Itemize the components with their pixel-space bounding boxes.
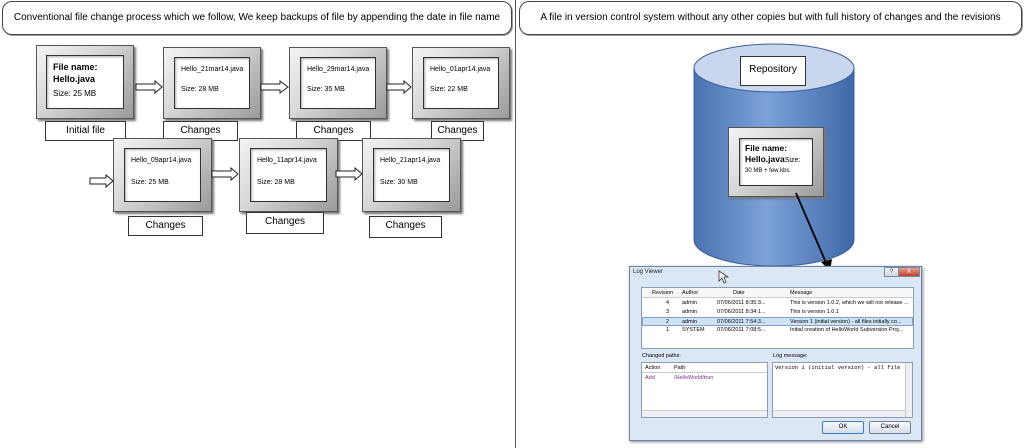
changed-paths-list[interactable]: Action Path Add /HelloWorld/trun <box>641 362 768 418</box>
window-title: Log Viewer <box>633 269 663 275</box>
author-cell: admin <box>682 309 697 315</box>
close-button[interactable]: X <box>898 267 920 277</box>
date-cell: 07/06/2011 8:34:1... <box>717 309 766 315</box>
connector-arrow <box>795 192 832 271</box>
path-value: /HelloWorld/trun <box>674 375 714 381</box>
version-file-name: Hello_01apr14.java <box>430 66 491 73</box>
message-cell: Initial creation of HelloWorld Subversio… <box>790 327 904 333</box>
cancel-button[interactable]: Cancel <box>869 421 911 434</box>
author-cell: admin <box>682 300 697 306</box>
panel-divider <box>515 0 516 448</box>
version-box-11apr: Hello_11apr14.java Size: 28 MB <box>239 138 338 212</box>
version-box-21apr: Hello_21apr14.java Size: 30 MB <box>362 138 461 212</box>
flow-arrows <box>89 79 412 189</box>
file-size: Size: 25 MB <box>53 89 97 98</box>
version-box-09apr: Hello_09apr14.java Size: 25 MB <box>113 138 212 212</box>
version-file-name: Hello_11apr14.java <box>257 157 317 164</box>
author-cell: admin <box>682 319 697 325</box>
log-row-selected[interactable]: 2 admin 07/06/2011 7:54:3... Version 1 (… <box>642 317 913 326</box>
date-cell: 07/06/2011 7:54:3... <box>717 319 766 325</box>
repository-label: Repository <box>740 56 806 86</box>
revision-cell: 2 <box>666 319 670 325</box>
version-file-name: Hello_21apr14.java <box>380 157 441 164</box>
log-message-box[interactable]: Version 1 (initial version) - all file <box>772 362 913 418</box>
date-cell: 07/06/2011 8:35:3... <box>717 300 766 306</box>
col-date[interactable]: Date <box>733 290 745 296</box>
revision-grid[interactable]: Revision Author Date Message 4 admin 07/… <box>641 287 914 349</box>
log-row[interactable]: 1 SYSTEM 07/06/2011 7:08:5... Initial cr… <box>642 326 913 335</box>
repository-file-box: File name: Hello.javaSize: 30 MB + few k… <box>728 127 824 197</box>
left-banner: Conventional file change process which w… <box>2 1 512 35</box>
version-file-size: Size: 30 MB <box>380 179 418 186</box>
revision-cell: 1 <box>666 327 670 333</box>
revision-cell: 3 <box>666 309 670 315</box>
repo-file-size: 30 MB + few kbs <box>745 168 790 174</box>
version-file-name: Hello_21mar14.java <box>181 66 244 73</box>
version-box-01apr: Hello_01apr14.java Size: 22 MB <box>412 47 510 119</box>
ok-button[interactable]: OK <box>822 421 864 434</box>
message-cell: This is version 1.0.2, which we will not… <box>790 300 909 306</box>
changes-caption: Changes <box>369 216 442 238</box>
version-box-21mar: Hello_21mar14.java Size: 28 MB <box>163 47 261 119</box>
log-row[interactable]: 4 admin 07/06/2011 8:35:3... This is ver… <box>642 299 913 308</box>
file-name-label: File name: <box>53 62 98 72</box>
version-file-name: Hello_29mar14.java <box>307 66 370 73</box>
initial-file-caption: Initial file <box>45 121 126 141</box>
file-name: Hello.java <box>53 74 96 84</box>
version-file-size: Size: 35 MB <box>307 86 345 93</box>
path-action: Add <box>645 375 655 381</box>
revision-cell: 4 <box>666 300 670 306</box>
changed-paths-label: Changed paths: <box>642 353 681 359</box>
author-cell: SYSTEM <box>682 327 705 333</box>
date-cell: 07/06/2011 7:08:5... <box>717 327 766 333</box>
log-row[interactable]: 3 admin 07/06/2011 8:34:1... This is ver… <box>642 308 913 317</box>
repo-file-size-label: Size: <box>784 157 801 164</box>
message-cell: Version 1 (initial version) - all files … <box>790 319 902 325</box>
initial-file-box: File name: Hello.java Size: 25 MB <box>36 45 134 119</box>
version-file-size: Size: 28 MB <box>257 179 295 186</box>
repo-file-name: Hello.java <box>745 154 785 164</box>
grid-header: Revision Author Date Message <box>642 288 913 298</box>
horizontal-scrollbar[interactable] <box>642 410 767 417</box>
version-file-size: Size: 25 MB <box>131 179 169 186</box>
horizontal-scrollbar[interactable] <box>773 410 905 417</box>
version-file-name: Hello_09apr14.java <box>131 157 192 164</box>
col-revision[interactable]: Revision <box>652 290 674 296</box>
changes-caption: Changes <box>246 212 324 234</box>
repo-file-name-label: File name: <box>745 143 788 153</box>
col-author[interactable]: Author <box>682 290 699 296</box>
version-file-size: Size: 28 MB <box>181 86 219 93</box>
help-button[interactable]: ? <box>884 267 899 277</box>
log-viewer-window[interactable]: Log Viewer ? X Revision Author Date Mess… <box>629 266 922 441</box>
right-banner: A file in version control system without… <box>519 1 1022 35</box>
block-arrow <box>89 79 412 189</box>
log-message-text: Version 1 (initial version) - all file <box>775 364 901 371</box>
col-path[interactable]: Path <box>674 365 686 371</box>
vertical-scrollbar[interactable] <box>905 363 912 417</box>
col-action[interactable]: Action <box>645 365 661 371</box>
log-message-label: Log message: <box>773 353 808 359</box>
mouse-cursor-icon <box>718 270 730 284</box>
col-message[interactable]: Message <box>790 290 813 296</box>
version-file-size: Size: 22 MB <box>430 86 468 93</box>
changes-caption: Changes <box>128 216 203 236</box>
message-cell: This is version 1.0.1 <box>790 309 839 315</box>
version-box-29mar: Hello_29mar14.java Size: 35 MB <box>289 47 387 119</box>
